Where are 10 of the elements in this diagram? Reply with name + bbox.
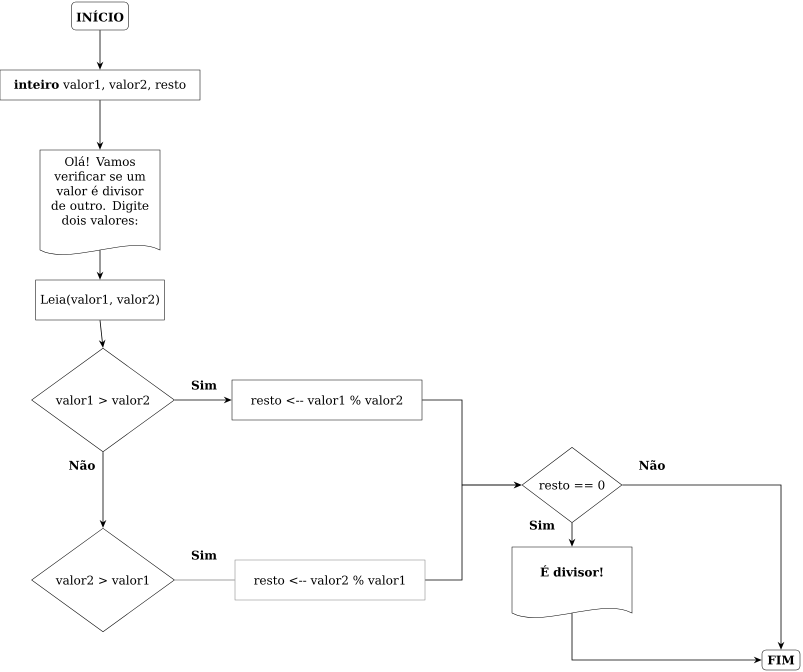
process-box: resto <-- valor1 % valor2: [232, 380, 422, 420]
edge-label: Não: [67, 458, 97, 472]
terminal-box: INÍCIO: [71, 2, 129, 30]
process-box: Leia(valor1, valor2): [35, 280, 165, 320]
edge-label: Sim: [190, 549, 218, 561]
edge-label: Não: [637, 458, 667, 472]
terminal-box: FIM: [762, 650, 800, 670]
process-box: inteiro valor1, valor2, resto: [0, 70, 200, 100]
edge-label: Sim: [190, 379, 218, 391]
process-box: resto <-- valor2 % valor1: [234, 560, 426, 600]
